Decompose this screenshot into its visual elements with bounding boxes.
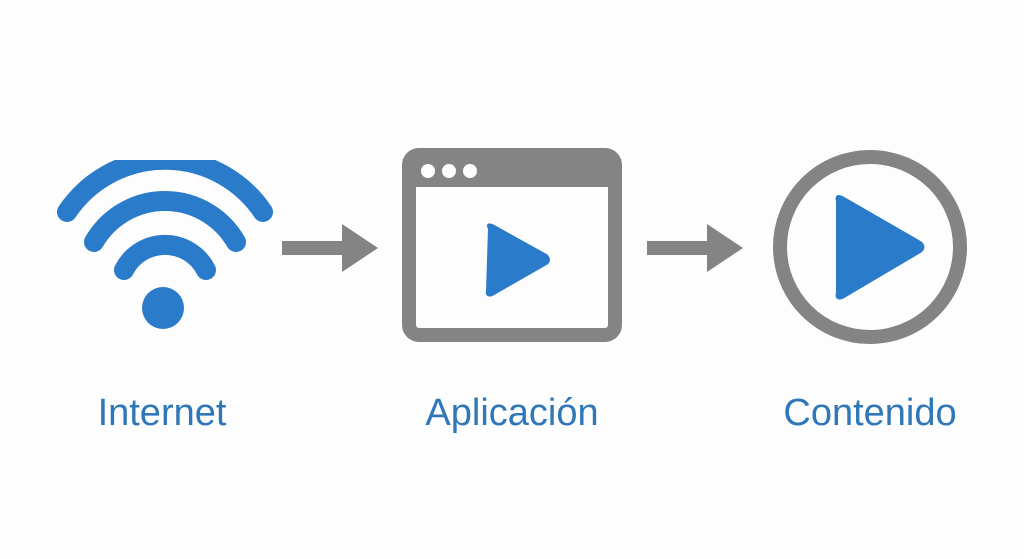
app-window-play-icon bbox=[402, 148, 622, 342]
step-label-aplicacion: Aplicación bbox=[425, 392, 599, 434]
wifi-arc-inner bbox=[114, 234, 216, 280]
arrow-right-icon bbox=[282, 224, 378, 272]
step-label-contenido: Contenido bbox=[783, 392, 957, 434]
wifi-arc-outer bbox=[57, 160, 273, 222]
step-label-internet: Internet bbox=[97, 392, 227, 434]
play-circle-ring bbox=[773, 150, 967, 344]
wifi-dot bbox=[142, 287, 184, 329]
wifi-arc-middle bbox=[84, 191, 246, 252]
play-circle-icon bbox=[773, 150, 967, 344]
window-dot bbox=[421, 164, 435, 178]
window-titlebar bbox=[409, 155, 615, 187]
play-icon bbox=[485, 223, 550, 297]
play-icon bbox=[835, 195, 925, 300]
window-dot bbox=[463, 164, 477, 178]
window-dot bbox=[442, 164, 456, 178]
wifi-icon bbox=[57, 160, 273, 329]
arrow-right-icon bbox=[647, 224, 743, 272]
